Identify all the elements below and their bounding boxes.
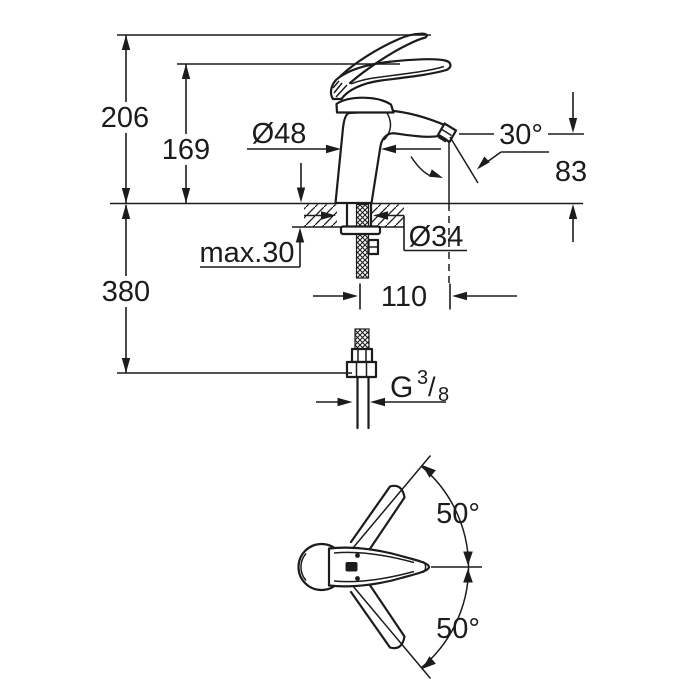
- hose-collar-ridges: [357, 350, 367, 361]
- flex-hose-upper: [355, 233, 370, 279]
- center-arrow-upper: [463, 551, 473, 566]
- thread-label-g: G: [390, 371, 413, 404]
- mounting-washer: [339, 225, 382, 236]
- dim-label-body-diameter: Ø48: [252, 118, 307, 150]
- stream-angle-line: [449, 136, 479, 184]
- dim-label-max-thickness: max.30: [199, 237, 294, 269]
- handle-dashed-lower: [349, 580, 406, 650]
- lever-dot-upper: [355, 553, 360, 558]
- dim-label-reach: 110: [381, 281, 427, 313]
- thread-label-numerator: 3: [417, 367, 428, 389]
- lever-logo-mark: [345, 562, 358, 572]
- dimension-206: 206: [99, 35, 152, 203]
- dim-label-lever-height: 169: [162, 134, 210, 166]
- swing-arc-arrow-bottom: [422, 656, 436, 669]
- shank-tube: [345, 203, 373, 228]
- dimension-83: 83: [555, 92, 587, 242]
- dimension-d34: Ø34: [304, 211, 467, 253]
- lever-dot-lower: [355, 576, 360, 581]
- dimension-max30: max.30: [199, 163, 306, 269]
- dimension-g38: G 3 / 8: [316, 367, 449, 407]
- swing-direction-arrowhead: [429, 169, 443, 178]
- faucet-side-view: [329, 32, 458, 205]
- swing-limit-lines: [351, 455, 432, 679]
- dim-label-depth-below: 380: [102, 276, 150, 308]
- connector-tailpipe: [356, 375, 370, 430]
- threaded-stud-upper: [355, 203, 370, 228]
- dimension-d48: Ø48: [247, 118, 441, 154]
- lever-handle-side: [329, 58, 452, 101]
- faucet-body: [334, 109, 454, 205]
- dimension-30deg: 30°: [459, 119, 584, 170]
- thread-label-slash: /: [428, 372, 436, 402]
- hose-collar: [350, 347, 374, 364]
- handle-top-view: 50° 50°: [297, 455, 482, 679]
- flex-hose-lower: [354, 328, 370, 350]
- aerator-outlet: [438, 134, 448, 143]
- dim-label-spout-height: 83: [555, 156, 587, 188]
- dim-label-spout-angle: 30°: [499, 119, 543, 151]
- dim-label-swing-lower: 50°: [436, 613, 480, 645]
- lever-back-shading: [332, 80, 348, 98]
- center-arrow-lower: [463, 568, 473, 583]
- connector-nut: [345, 360, 378, 379]
- lever-handle-top: [327, 546, 431, 588]
- spout-body-junction-line: [383, 112, 392, 141]
- handle-cap-inner-arc: [300, 553, 307, 581]
- dim-label-hole-diameter: Ø34: [409, 221, 464, 253]
- lever-top-inner-lines: [333, 551, 427, 583]
- lever-inner-line: [350, 65, 445, 85]
- dim-label-total-height: 206: [101, 102, 149, 134]
- swing-arc-arrow-top: [422, 465, 436, 478]
- thread-label-denominator: 8: [438, 384, 449, 406]
- connector-nut-facets: [355, 363, 368, 376]
- dimension-169: 169: [160, 64, 213, 203]
- dim-label-swing-upper: 50°: [436, 498, 480, 530]
- handle-dome: [335, 96, 395, 114]
- handle-dashed-upper: [349, 484, 406, 554]
- swing-direction-arc: [410, 156, 432, 177]
- aerator-inner-line: [441, 128, 452, 137]
- mounting-section: [110, 202, 583, 430]
- dimension-380: 380: [100, 204, 352, 374]
- dimension-110: 110: [313, 281, 517, 313]
